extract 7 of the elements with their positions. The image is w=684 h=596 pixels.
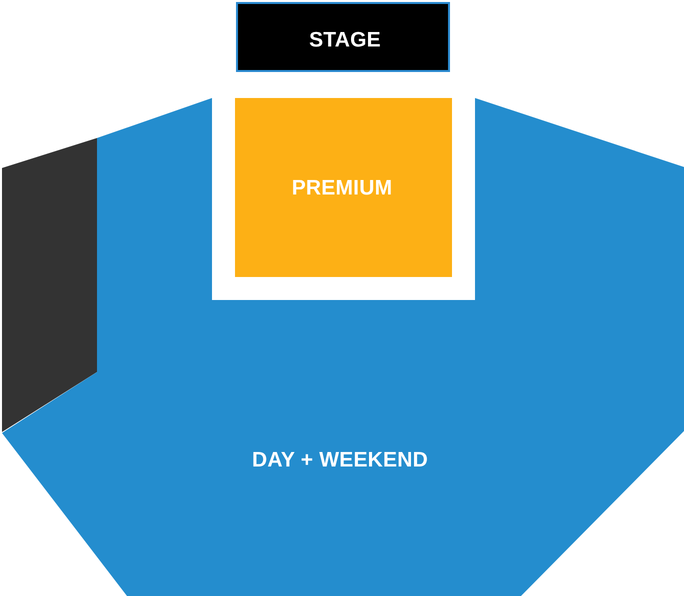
seating-zone	[2, 98, 684, 596]
zone-label: DAY + WEEKEND	[252, 448, 428, 472]
premium-zone	[235, 98, 452, 277]
side-zone	[2, 138, 97, 432]
stage-label: STAGE	[309, 28, 381, 52]
stage-area	[236, 2, 450, 72]
zone-label: PREMIUM	[292, 176, 392, 200]
